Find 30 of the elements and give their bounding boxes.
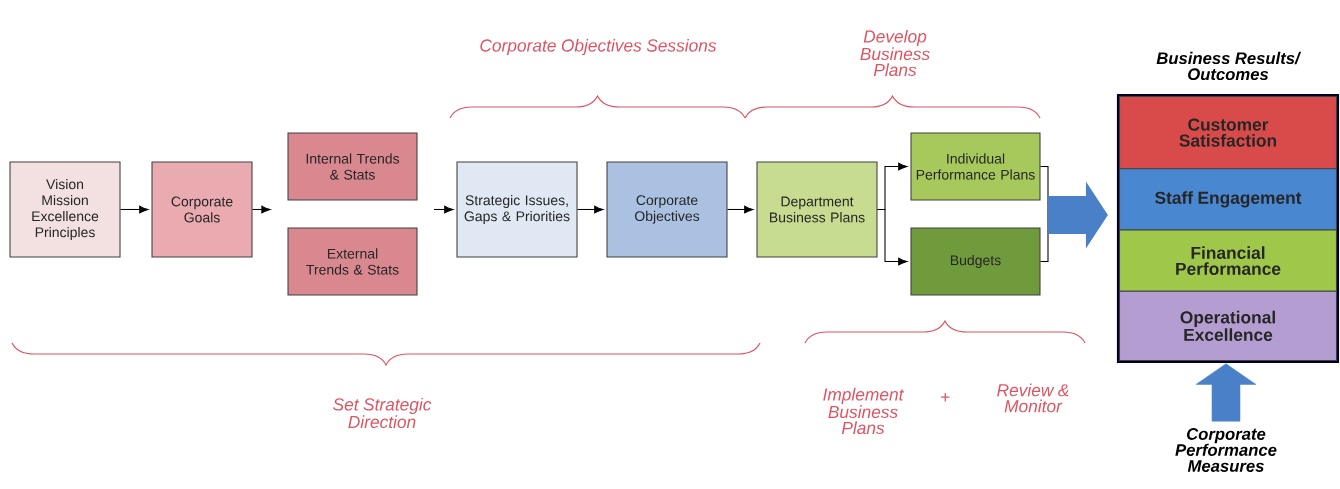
process-box: Strategic Issues, Gaps & Priorities [456,161,578,258]
arrow [577,205,604,214]
arrow [877,208,908,266]
process-box: Budgets [910,227,1041,296]
heading: Business Results/ Outcomes [1156,51,1302,81]
section-label: + [941,393,950,402]
block-arrow [1195,363,1257,422]
process-box: Department Business Plans [756,161,878,258]
result-band: Customer Satisfaction [1118,95,1338,170]
process-box: Individual Performance Plans [910,132,1041,201]
section-label: Set Strategic Direction [333,397,432,429]
process-box: External Trends & Stats [287,227,418,296]
arrow [252,205,271,214]
process-box: Internal Trends & Stats [287,132,418,201]
section-label: Corporate Objectives Sessions [480,38,717,56]
result-band: Operational Excellence [1118,290,1338,362]
process-box: Vision Mission Excellence Principles [9,161,121,258]
connector-line [1040,214,1049,263]
caption-text: Corporate Performance Measures [1175,428,1277,472]
process-box: Corporate Goals [151,161,253,258]
arrow [727,205,754,214]
connector-line [1040,165,1049,216]
process-box: Corporate Objectives [606,161,728,258]
result-band: Financial Performance [1118,229,1338,292]
result-band: Staff Engagement [1118,168,1338,231]
arrow [433,205,454,214]
section-label: Develop Business Plans [860,29,930,77]
section-label: Implement Business Plans [823,387,905,435]
section-label: Review & Monitor [997,383,1069,413]
arrow [120,205,149,214]
